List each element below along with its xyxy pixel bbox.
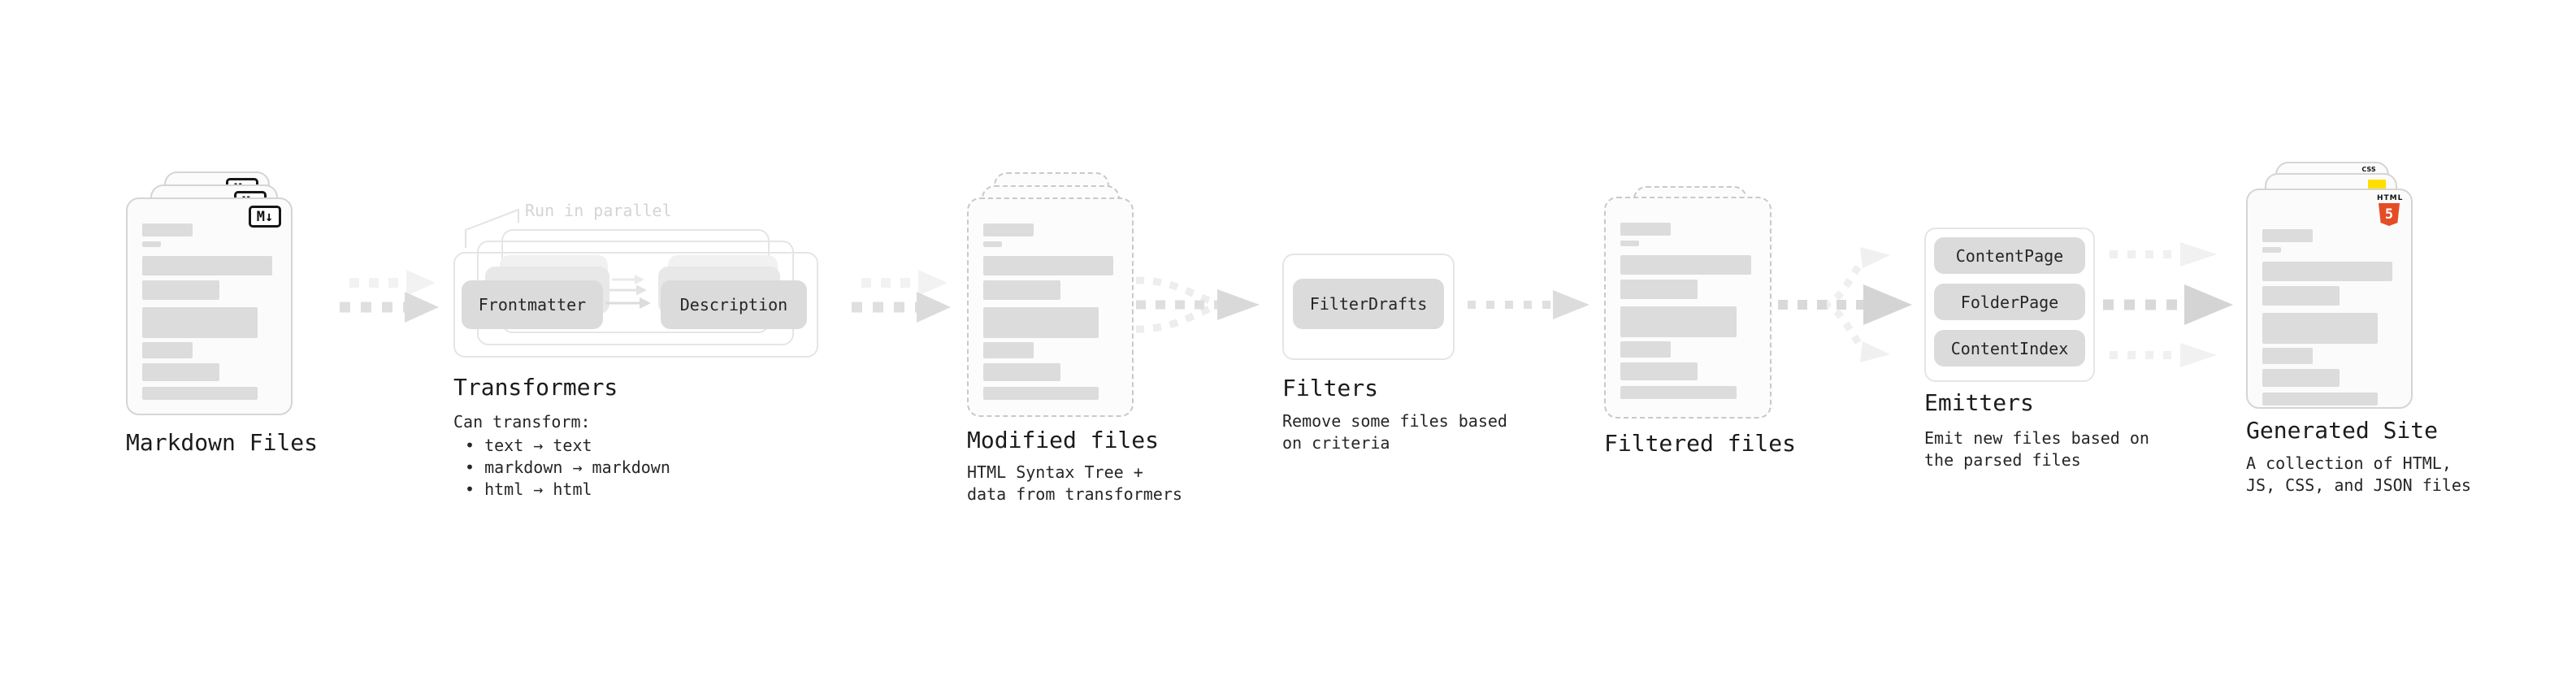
transformer-node-frontmatter: Frontmatter — [462, 280, 603, 329]
parallel-frame-front — [453, 252, 818, 358]
emitters-desc: Emit new files based on — [1924, 428, 2149, 448]
file-text-lines — [983, 223, 1116, 405]
modified-files-label: Modified files — [967, 427, 1160, 453]
filtered-files-label: Filtered files — [1604, 430, 1797, 457]
emitter-node-contentpage: ContentPage — [1934, 237, 2085, 274]
generated-site-desc: JS, CSS, and JSON files — [2246, 475, 2471, 495]
arrow-modified-to-filters — [1136, 276, 1260, 333]
note-leader-line — [465, 208, 519, 248]
run-in-parallel-note: Run in parallel — [525, 201, 672, 220]
transformers-bullet: • markdown → markdown — [465, 458, 670, 477]
filter-node-filterdrafts: FilterDrafts — [1293, 279, 1444, 329]
emitter-node-folderpage: FolderPage — [1934, 284, 2085, 320]
html5-logo-icon: HTML 5 — [2377, 194, 2402, 226]
arrow-markdown-to-transformers — [340, 270, 439, 323]
arrow-filtered-to-emitters — [1778, 247, 1912, 362]
generated-file-card-html: HTML 5 — [2246, 189, 2413, 409]
js-file-icon — [2368, 180, 2386, 190]
markdown-badge-icon: M↓ — [249, 206, 281, 228]
filtered-file-card-front — [1604, 197, 1772, 419]
modified-file-card-front — [967, 197, 1134, 417]
arrow-filters-to-filtered — [1468, 290, 1589, 319]
markdown-files-label: Markdown Files — [126, 429, 319, 456]
modified-files-desc: HTML Syntax Tree + — [967, 462, 1143, 482]
file-text-lines — [142, 223, 275, 405]
file-text-lines — [1620, 223, 1754, 404]
transformer-node-description: Description — [661, 280, 807, 329]
filters-desc: on criteria — [1282, 433, 1390, 453]
transformers-bullet: • text → text — [465, 436, 592, 455]
file-text-lines — [2262, 229, 2395, 410]
transformers-desc-title: Can transform: — [453, 412, 591, 432]
arrow-transformers-to-modified — [852, 270, 951, 323]
arrow-emitters-to-generated — [2103, 242, 2233, 367]
generated-site-label: Generated Site — [2246, 417, 2439, 444]
parallel-flow-arrows — [605, 275, 651, 309]
generated-site-desc: A collection of HTML, — [2246, 453, 2452, 473]
transformers-bullet: • html → html — [465, 479, 592, 499]
transformers-label: Transformers — [453, 374, 618, 401]
emitters-desc: the parsed files — [1924, 450, 2081, 470]
markdown-file-card-front: M↓ — [126, 197, 293, 415]
filters-desc: Remove some files based — [1282, 411, 1507, 431]
emitters-label: Emitters — [1924, 389, 2034, 416]
modified-files-desc: data from transformers — [967, 484, 1182, 504]
filters-label: Filters — [1282, 375, 1379, 401]
emitter-node-contentindex: ContentIndex — [1934, 330, 2085, 367]
